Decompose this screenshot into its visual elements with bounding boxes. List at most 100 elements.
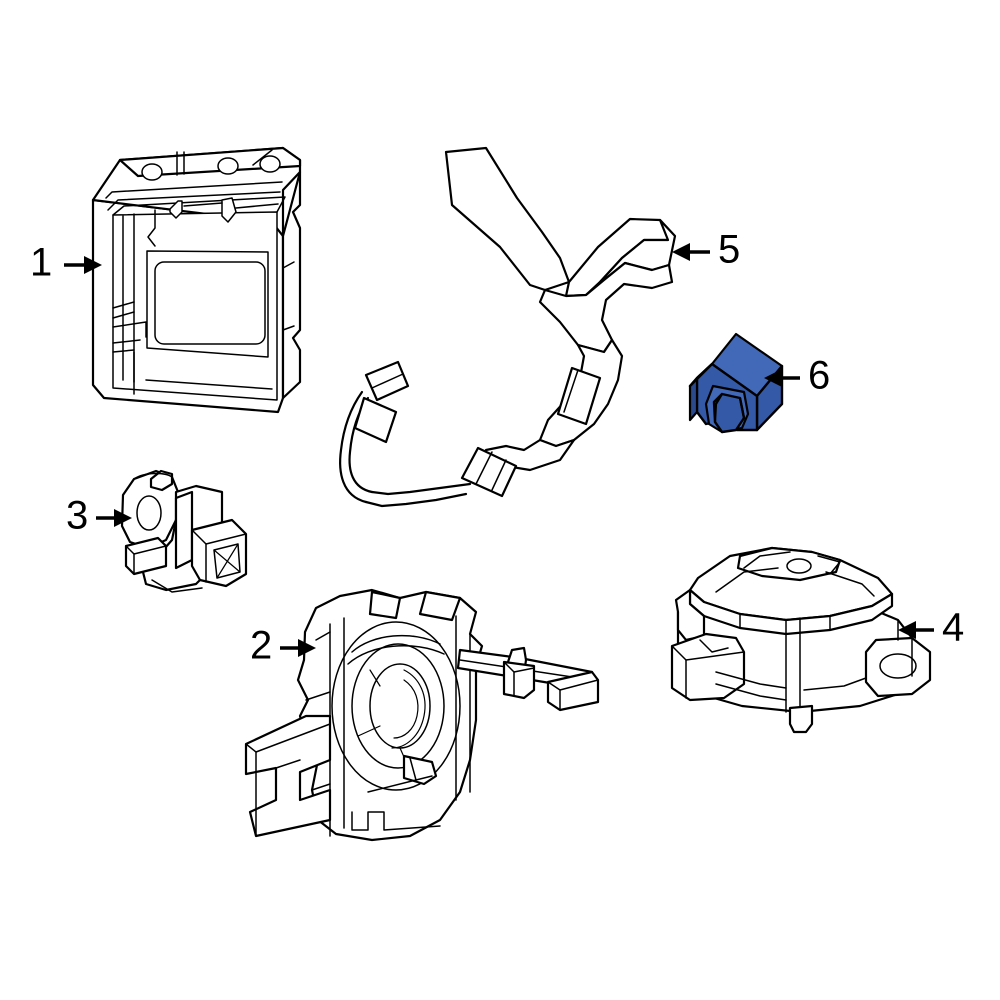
control-module-rib-h2 xyxy=(112,311,135,319)
part-front-impact-sensor[interactable] xyxy=(120,469,248,593)
clockspring-arm-post-base xyxy=(502,660,536,700)
callout-2[interactable]: 2 xyxy=(250,624,316,668)
clockspring-hub-pin-line xyxy=(409,757,417,781)
control-module-rib-h3 xyxy=(112,321,147,338)
callout-5-arrowhead xyxy=(672,243,690,261)
occupant-sensor-tab-edge-right xyxy=(817,555,841,575)
impact-sensor-rib xyxy=(174,490,194,570)
harness-end-connector-a-line xyxy=(371,373,404,389)
impact-sensor-side-arm-top xyxy=(133,545,167,555)
occupant-sensor-rib-low-3 xyxy=(803,677,867,691)
control-module-mount-hole-2 xyxy=(217,157,239,175)
control-module-right-face xyxy=(281,170,302,400)
control-module-lip-2 xyxy=(107,191,281,211)
control-module-mount-hole-3 xyxy=(259,155,281,173)
control-module-bracket-edge xyxy=(118,146,302,178)
clockspring-arm-post-top xyxy=(513,667,535,673)
occupant-sensor-connector xyxy=(670,632,746,702)
control-module-lip-1 xyxy=(105,181,283,199)
control-module-top-rib-2 xyxy=(235,203,279,209)
side-sensor-connector-edge xyxy=(713,392,724,424)
callout-5-number: 5 xyxy=(718,228,740,272)
harness-connector-2-line-b xyxy=(491,459,507,491)
control-module-notch-left xyxy=(147,209,156,247)
callout-2-number: 2 xyxy=(250,624,272,668)
occupant-sensor-rib-low-1 xyxy=(715,671,787,689)
occupant-sensor-bottom-peg xyxy=(788,704,814,734)
clockspring-top-tab-1 xyxy=(368,590,402,620)
clockspring-spiral-2 xyxy=(393,679,419,739)
harness-wire-loop-inner xyxy=(339,390,368,504)
impact-sensor-keyway-diag-2 xyxy=(216,543,239,579)
control-module-right-notch-1 xyxy=(282,261,295,269)
clockspring-spiral-1 xyxy=(391,669,426,749)
impact-sensor-mount-hole xyxy=(136,495,162,531)
callout-6[interactable]: 6 xyxy=(764,354,830,398)
occupant-sensor-cover-line-1 xyxy=(715,567,779,593)
occupant-sensor-right-ear-hole xyxy=(879,653,917,679)
control-module-rib-h4 xyxy=(112,339,141,344)
callout-5[interactable]: 5 xyxy=(672,228,740,272)
harness-end-connector-b xyxy=(353,396,398,444)
part-airbag-wiring-harness[interactable] xyxy=(339,146,677,508)
clockspring-shelf-top xyxy=(255,723,331,753)
clockspring-spoke-1 xyxy=(369,669,381,687)
part-side-impact-sensor[interactable] xyxy=(688,332,784,434)
clockspring-shelf-rib xyxy=(275,759,301,769)
control-module-rib-h1 xyxy=(112,301,135,309)
occupant-sensor-cover-line-2 xyxy=(825,571,875,597)
impact-sensor-side-arm xyxy=(124,536,168,576)
callout-3-number: 3 xyxy=(66,494,88,538)
clockspring-rotor-inner-ring xyxy=(369,663,431,749)
occupant-sensor-connector-notch xyxy=(699,639,729,653)
occupant-sensor-connector-top xyxy=(685,651,745,661)
callout-6-number: 6 xyxy=(808,354,830,398)
side-sensor-connector-edge-2 xyxy=(738,396,746,420)
callout-6-arrowhead xyxy=(764,369,782,387)
callout-1-number: 1 xyxy=(30,241,52,285)
clockspring-arc-rib-1 xyxy=(351,634,441,653)
clockspring-lower-rib xyxy=(367,775,433,793)
control-module-bottom-rib xyxy=(145,379,273,390)
callout-4-arrowhead xyxy=(898,621,916,639)
control-module-tab xyxy=(169,200,183,219)
control-module-center-notch xyxy=(221,197,237,223)
occupant-sensor-tab-edge-left xyxy=(743,551,791,569)
clockspring-col-notch-3 xyxy=(311,783,331,791)
clockspring-col-notch xyxy=(315,631,331,641)
harness-connector-1-line xyxy=(563,369,579,413)
impact-sensor-foot xyxy=(151,579,203,593)
impact-sensor-boss-top-edge xyxy=(133,472,173,480)
harness-y-junction xyxy=(538,261,674,354)
callout-2-arrowhead xyxy=(298,639,316,657)
occupant-sensor-rib-low-2 xyxy=(715,683,787,701)
clockspring-bottom-steps xyxy=(351,811,441,831)
harness-connector-block-1 xyxy=(556,366,602,426)
control-module-right-notch-2 xyxy=(282,325,295,331)
clockspring-top-tab-2 xyxy=(418,590,462,622)
harness-wire-lower-b xyxy=(364,492,468,508)
control-module-bracket-chamfer xyxy=(252,149,273,166)
part-airbag-control-module[interactable] xyxy=(91,146,302,414)
control-module-top-rib xyxy=(183,202,223,207)
callout-1-arrowhead xyxy=(84,256,102,274)
control-module-mount-hole-1 xyxy=(141,163,163,181)
control-module-label-recess xyxy=(154,261,266,345)
occupant-sensor-left-wing xyxy=(674,588,706,642)
harness-wire-lower-a xyxy=(370,482,472,496)
part-clockspring[interactable] xyxy=(244,588,600,842)
clockspring-arc-rib-2 xyxy=(347,645,445,665)
impact-sensor-top-tab xyxy=(149,469,174,492)
callout-3-arrowhead xyxy=(114,509,132,527)
callout-4-number: 4 xyxy=(942,606,964,650)
callout-3[interactable]: 3 xyxy=(66,494,132,538)
part-occupant-classification-sensor[interactable] xyxy=(670,546,932,734)
control-module-cover-top xyxy=(112,196,286,216)
callout-4[interactable]: 4 xyxy=(898,606,964,650)
impact-sensor-connector-top xyxy=(205,533,247,545)
control-module-foot-line xyxy=(112,349,135,353)
callout-1[interactable]: 1 xyxy=(30,241,102,285)
harness-connector-2-line xyxy=(475,451,493,485)
